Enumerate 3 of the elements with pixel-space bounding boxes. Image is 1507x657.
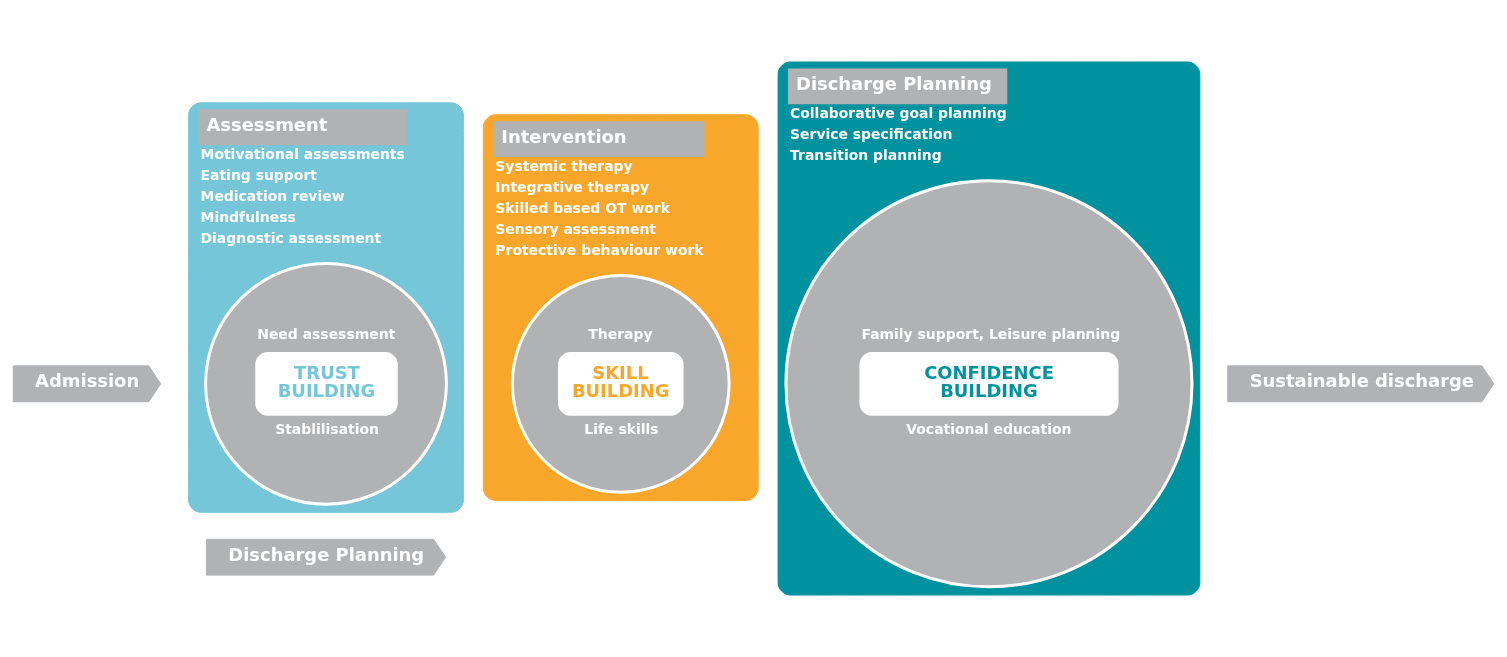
node-circle: Therapy SKILL BUILDING Life skills xyxy=(510,273,731,494)
node-circle: Need assessment TRUST BUILDING Stablilisation xyxy=(204,261,448,506)
node-circle: Family support, Leisure planning CONFIDENCE BUILDING Vocational education xyxy=(784,179,1194,589)
